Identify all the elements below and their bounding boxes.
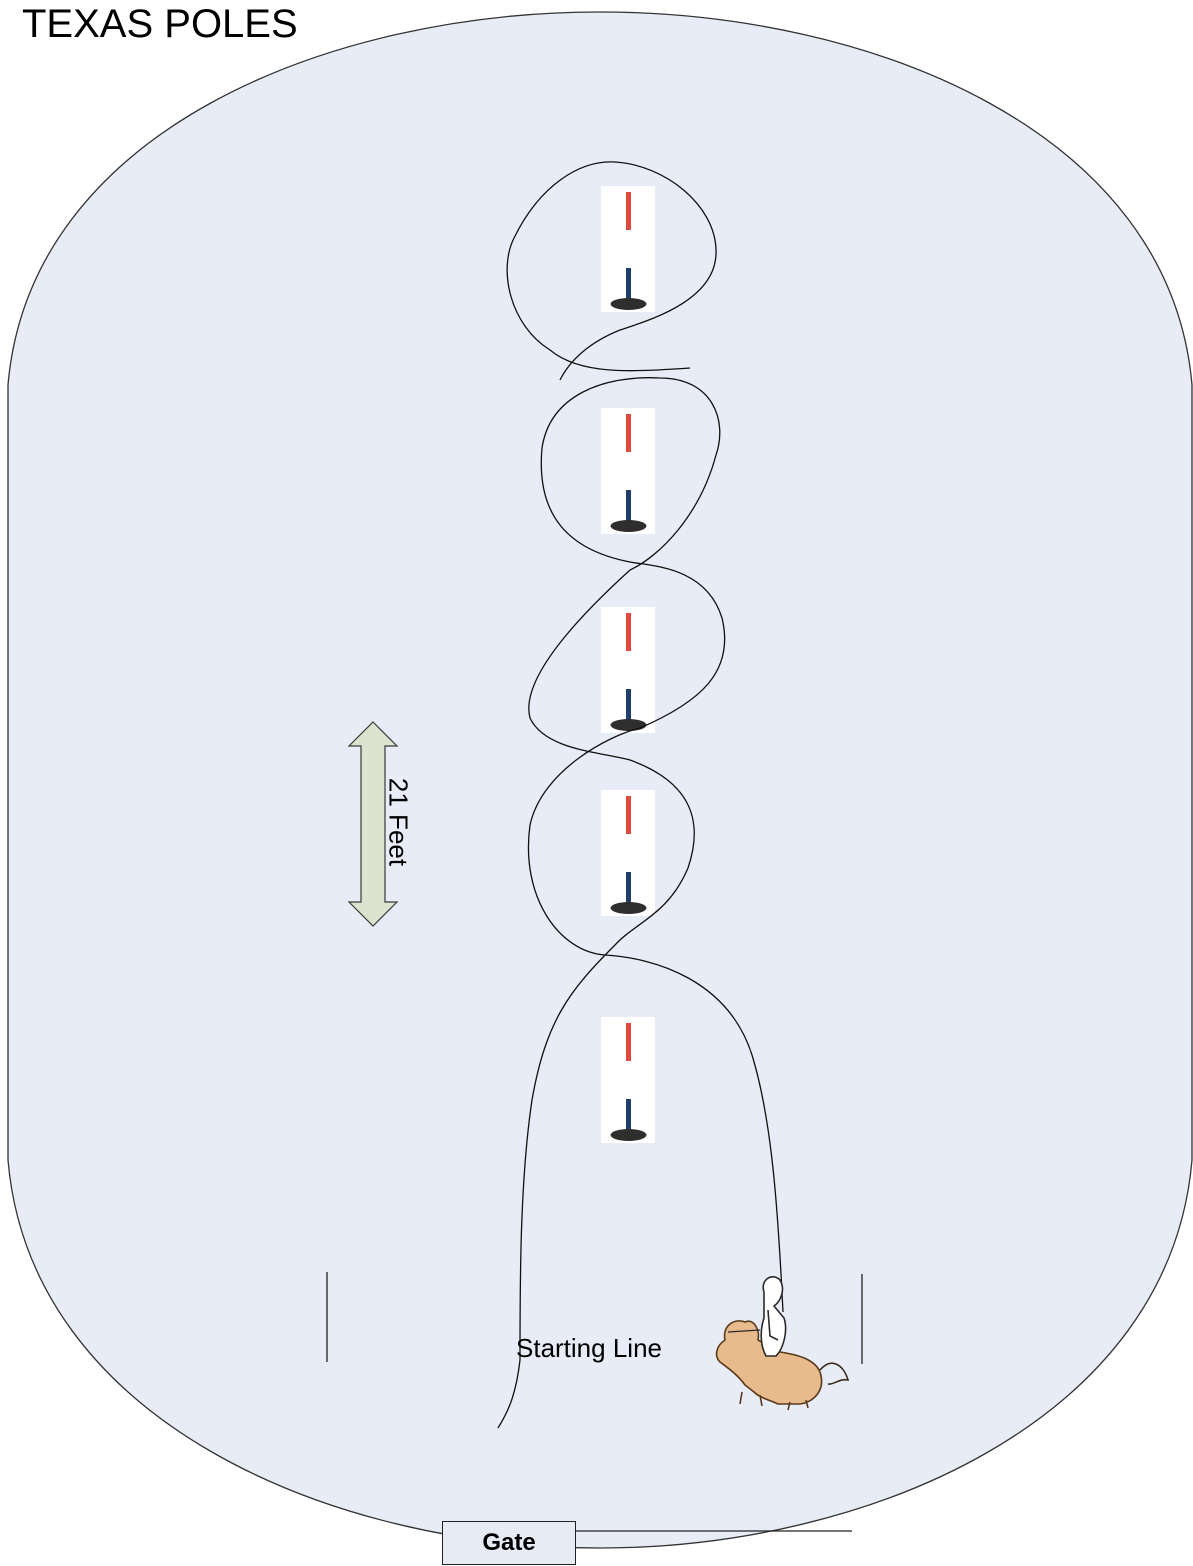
pole-2 [601,408,655,534]
gate-label: Gate [482,1529,536,1556]
pole-5 [601,1017,655,1143]
pole-3 [601,607,655,733]
pole-1 [601,186,655,312]
arena-outline [7,11,1193,1549]
horse-and-rider-icon [715,1276,850,1411]
page-title: TEXAS POLES [22,2,298,46]
starting-line-label: Starting Line [516,1333,662,1363]
riding-path [497,377,784,1429]
riding-path-loop [506,161,717,381]
pole-4 [601,790,655,916]
distance-label-text: 21 Feet [383,777,414,867]
distance-arrow [347,721,399,927]
gate: Gate [442,1521,576,1565]
